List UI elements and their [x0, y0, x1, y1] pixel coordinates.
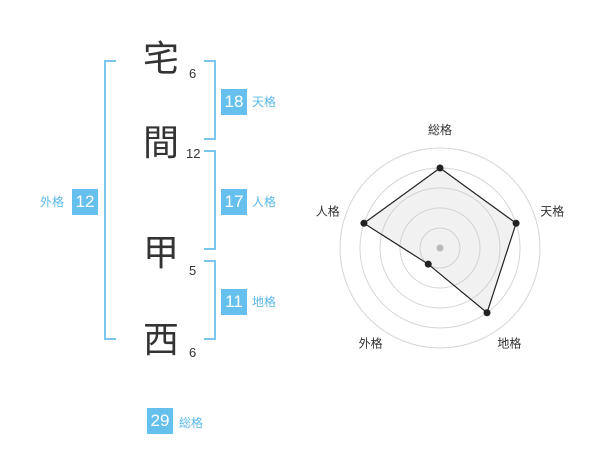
- radar-area: [362, 167, 517, 314]
- radar-ring-5: [339, 147, 541, 349]
- radar-point-3: [483, 309, 491, 317]
- chikaku-label: 地格: [252, 295, 277, 309]
- stroke-count-2: 12: [186, 146, 201, 161]
- gaikaku-label: 外格: [40, 195, 65, 209]
- tenkaku-label: 天格: [252, 95, 277, 109]
- stroke-count-4: 6: [189, 345, 197, 360]
- soukaku-value: 29: [147, 408, 173, 434]
- radar-axis-label-3: 地格: [497, 335, 521, 350]
- radar-point-5: [360, 219, 368, 227]
- radar-ring-3: [379, 187, 501, 309]
- radar-center-dot: [436, 244, 444, 252]
- radar-axis-label-1: 総格: [428, 122, 452, 137]
- radar-axis-label-2: 天格: [540, 204, 564, 219]
- radar-axis-label-5: 人格: [316, 204, 340, 219]
- radar-point-4: [424, 260, 432, 268]
- radar-ring-1: [419, 227, 461, 269]
- radar-point-1: [436, 164, 444, 172]
- name-char-4: 西: [142, 320, 179, 361]
- name-char-3: 甲: [142, 233, 179, 274]
- tenkaku-value: 18: [221, 89, 247, 115]
- jinkaku-value: 17: [221, 189, 247, 215]
- jinkaku-label: 人格: [252, 195, 277, 209]
- stroke-count-1: 6: [189, 66, 197, 81]
- tenkaku-bracket: [204, 60, 216, 140]
- radar-ring-2: [399, 207, 481, 289]
- chikaku-value: 11: [221, 289, 247, 315]
- gaikaku-value: 12: [72, 189, 98, 215]
- chikaku-bracket: [204, 260, 216, 340]
- gaikaku-bracket: [104, 60, 116, 340]
- soukaku-label: 総格: [179, 416, 204, 430]
- name-char-1: 宅: [142, 39, 179, 80]
- jinkaku-bracket: [204, 150, 216, 250]
- radar-point-2: [512, 219, 520, 227]
- stroke-count-3: 5: [189, 263, 197, 278]
- radar-axis-label-4: 外格: [359, 335, 383, 350]
- name-char-2: 間: [142, 123, 179, 164]
